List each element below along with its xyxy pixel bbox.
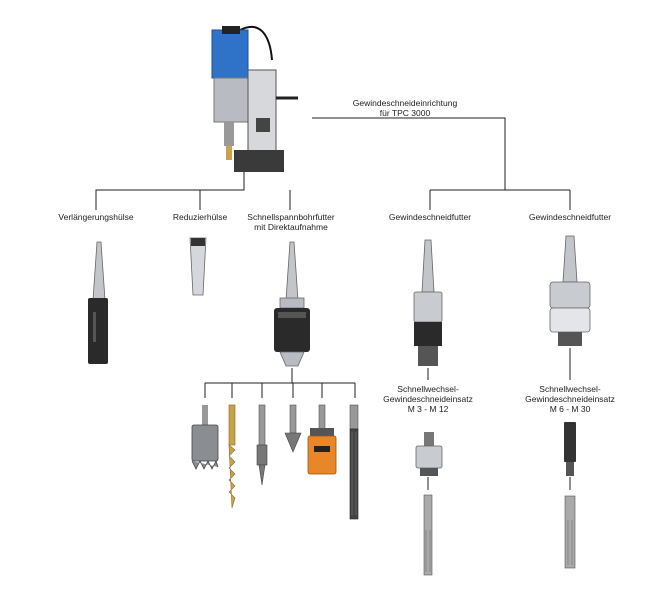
quick-change-2-line2: Gewindeschneideinsatz — [525, 394, 615, 404]
tapping-chuck-1-label: Gewindeschneidfutter — [388, 212, 472, 222]
drill-switch — [222, 26, 240, 34]
hole-saw-tool — [307, 404, 337, 475]
hole-cutter-tool — [191, 405, 219, 470]
tapping-chuck-2-label: Gewindeschneidfutter — [528, 212, 612, 222]
tapping-device-label-line1: Gewindeschneideinrichtung — [352, 98, 458, 108]
quick-change-1-line2: Gewindeschneideinsatz — [383, 394, 473, 404]
keyless-chuck-label: Schnellspannbohrfutter mit Direktaufnahm… — [236, 212, 346, 232]
twist-drill-tool — [228, 404, 236, 509]
step-drill-tool — [256, 404, 268, 486]
reducer-sleeve-label: Reduzierhülse — [172, 212, 228, 222]
countersink-tool — [284, 404, 302, 453]
drill-control-panel — [256, 118, 270, 132]
keyless-chuck-label-line1: Schnellspannbohrfutter — [247, 212, 335, 222]
quick-change-2-line1: Schnellwechsel- — [539, 384, 601, 394]
quick-change-1-line3: M 3 - M 12 — [407, 404, 449, 414]
quick-change-1-line1: Schnellwechsel- — [397, 384, 459, 394]
quick-change-2-line3: M 6 - M 30 — [549, 404, 591, 414]
drill-motor — [211, 29, 249, 79]
tapping-device-label: Gewindeschneideinrichtung für TPC 3000 — [340, 98, 470, 118]
reamer-tool — [349, 404, 359, 520]
tapping-device-label-line2: für TPC 3000 — [379, 108, 431, 118]
quick-change-insert-1-label: Schnellwechsel- Gewindeschneideinsatz M … — [376, 384, 480, 414]
extension-sleeve-label: Verlängerungshülse — [58, 212, 134, 222]
quick-change-insert-2-label: Schnellwechsel- Gewindeschneideinsatz M … — [518, 384, 622, 414]
keyless-chuck-label-line2: mit Direktaufnahme — [254, 222, 328, 232]
drill-magnet-base — [234, 150, 284, 172]
